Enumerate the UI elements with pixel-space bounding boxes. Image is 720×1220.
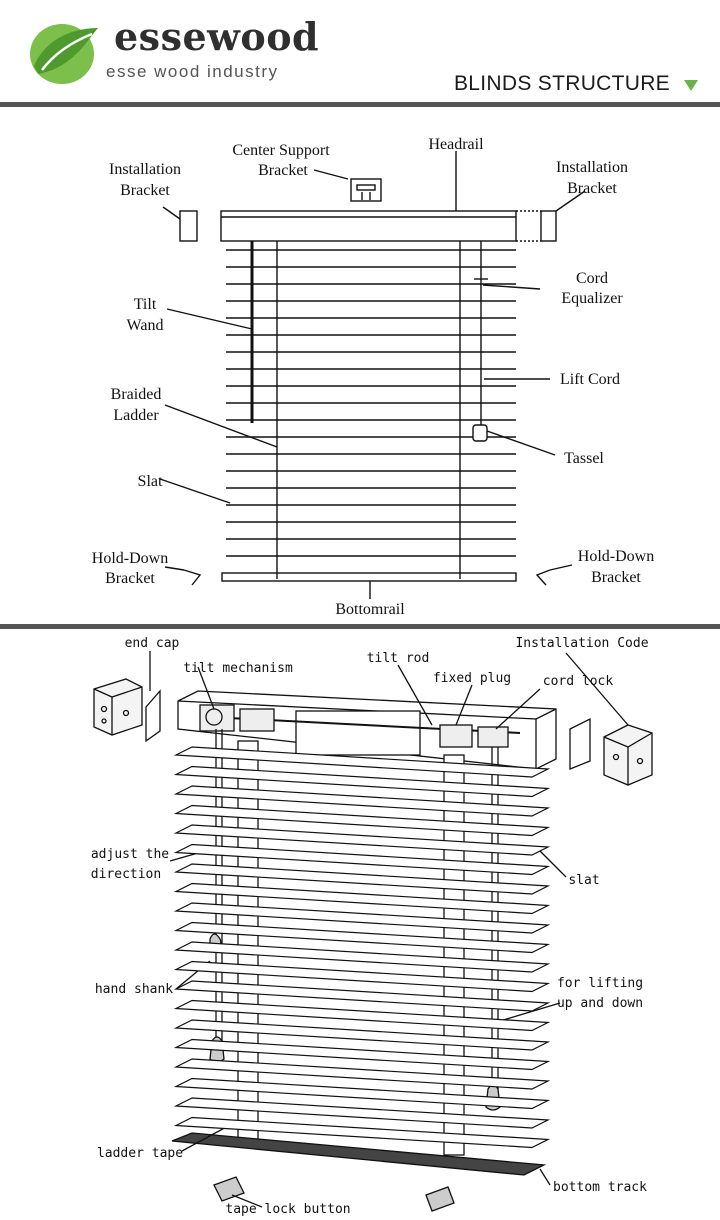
label-adjust-direction-2: direction <box>91 867 161 882</box>
section-title: BLINDS STRUCTURE <box>454 72 670 95</box>
slat <box>173 1097 551 1129</box>
label-hold-down-right-2: Bracket <box>591 569 641 586</box>
triangle-down-icon <box>684 80 698 91</box>
label-tilt-wand: Tilt <box>134 296 157 313</box>
slat-stack <box>173 746 551 1149</box>
label-center-support-2: Bracket <box>258 162 308 179</box>
slat <box>173 902 551 934</box>
brand-tagline: esse wood industry <box>106 62 279 81</box>
slat <box>173 785 551 817</box>
label-tilt-rod: tilt rod <box>367 651 430 666</box>
label-installation-bracket-left: Installation <box>109 161 181 178</box>
label-adjust-direction: adjust the <box>91 847 169 862</box>
label-installation-bracket-right: Installation <box>556 159 628 176</box>
label-cord-equalizer-2: Equalizer <box>561 290 623 307</box>
label-tilt-mechanism: tilt mechanism <box>183 661 293 676</box>
slat <box>173 1077 551 1110</box>
label-tassel: Tassel <box>564 450 604 467</box>
label-fixed-plug: fixed plug <box>433 671 511 686</box>
slat <box>173 941 551 973</box>
label-center-support: Center Support <box>232 142 330 159</box>
slat <box>173 843 551 876</box>
label-bottomrail: Bottomrail <box>335 601 405 618</box>
label-tape-lock-button: tape lock button <box>225 1202 350 1217</box>
slat <box>173 980 551 1012</box>
label-lifting-2: up and down <box>557 996 643 1011</box>
label-bottom-track: bottom track <box>553 1180 647 1195</box>
label-end-cap: end cap <box>125 636 180 651</box>
slat <box>173 804 551 837</box>
slat-group <box>226 249 516 557</box>
label-tilt-wand-2: Wand <box>127 317 164 334</box>
label-installation-bracket-left-2: Bracket <box>120 182 170 199</box>
slat <box>173 1058 551 1090</box>
label-hold-down-left: Hold-Down <box>92 550 168 567</box>
label-hold-down-right: Hold-Down <box>578 548 654 565</box>
label-cord-equalizer: Cord <box>576 270 608 287</box>
label-braided-ladder-2: Ladder <box>113 407 159 424</box>
slat <box>173 863 551 895</box>
slat <box>173 882 551 915</box>
label-installation-code: Installation Code <box>515 636 648 651</box>
label-lifting: for lifting <box>557 976 643 991</box>
slat <box>173 1116 551 1149</box>
slat <box>173 960 551 993</box>
blinds-structure-diagram: Installation Bracket Center Support Brac… <box>92 136 654 618</box>
slat <box>173 824 551 856</box>
label-ladder-tape: ladder tape <box>97 1146 183 1161</box>
brand-name: essewood <box>114 14 320 59</box>
slat <box>173 1038 551 1071</box>
page-header: essewood esse wood industry BLINDS STRUC… <box>0 0 720 102</box>
slat <box>173 999 551 1032</box>
top-divider <box>0 102 720 107</box>
slat <box>173 746 551 778</box>
slat <box>173 1019 551 1051</box>
label-slat: Slat <box>138 473 163 490</box>
blinds-exploded-diagram: end cap tilt mechanism tilt rod fixed pl… <box>91 636 653 1217</box>
leaf-logo-icon <box>30 24 98 84</box>
label-hold-down-left-2: Bracket <box>105 570 155 587</box>
slat <box>173 765 551 798</box>
label-slat-2: slat <box>568 873 599 888</box>
label-installation-bracket-right-2: Bracket <box>567 180 617 197</box>
middle-divider <box>0 624 720 629</box>
label-lift-cord: Lift Cord <box>560 371 620 388</box>
label-hand-shank: hand shank <box>95 982 173 997</box>
slat <box>173 921 551 954</box>
label-headrail: Headrail <box>428 136 484 153</box>
label-braided-ladder: Braided <box>111 386 162 403</box>
label-cord-lock: cord lock <box>543 674 614 689</box>
